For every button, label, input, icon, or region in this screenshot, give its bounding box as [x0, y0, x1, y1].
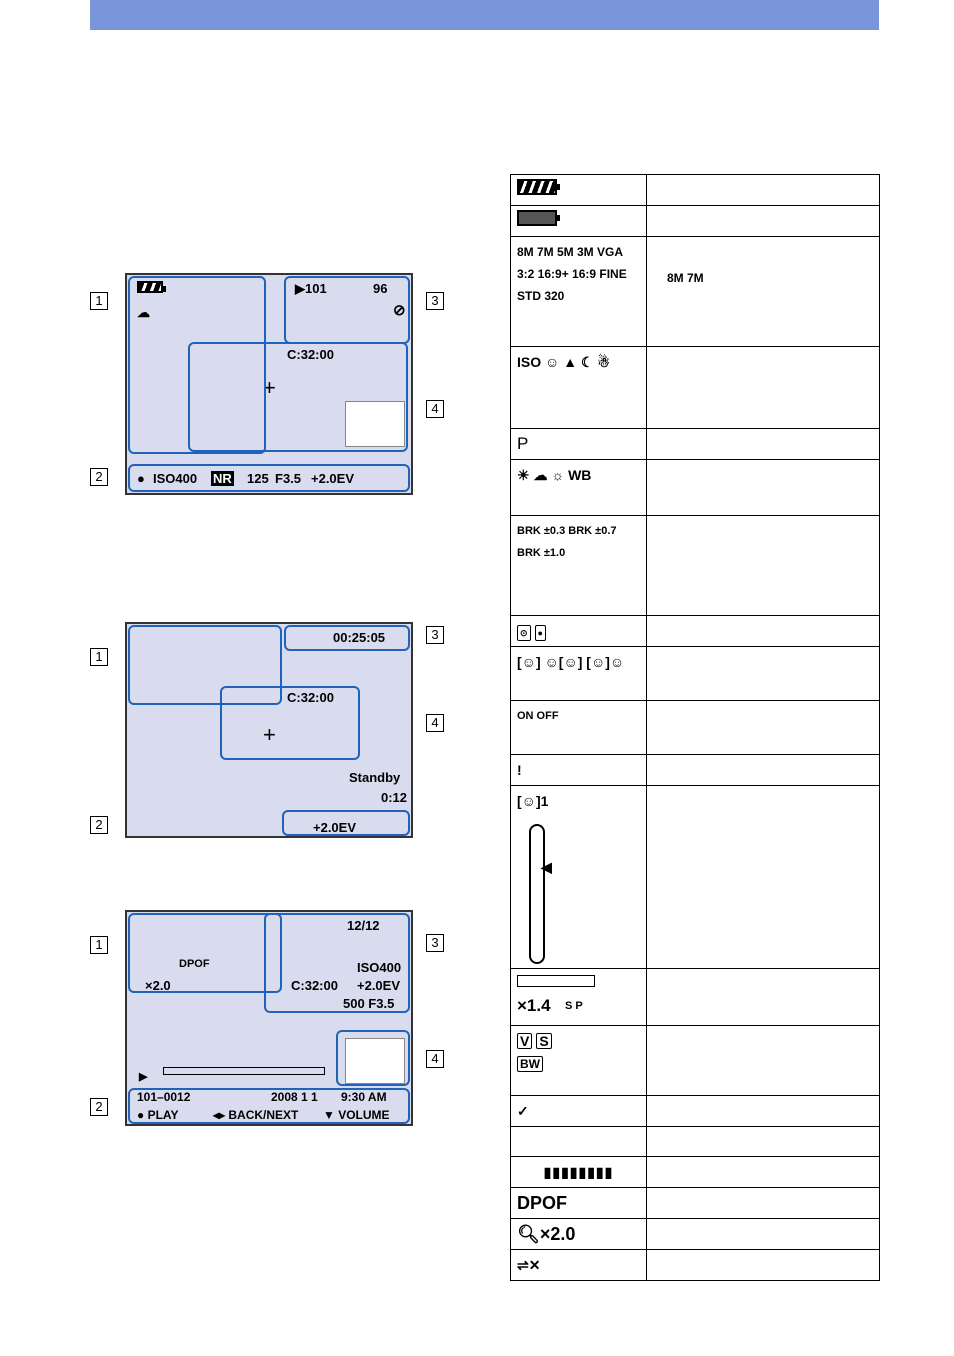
frame-2c	[128, 1088, 410, 1124]
bracket-icons: BRK ±0.3 BRK ±0.7 BRK ±1.0	[517, 525, 617, 559]
zoom-playback-icon: 🔍︎×2.0	[517, 1224, 576, 1244]
frame-1c	[128, 913, 282, 993]
play-progress	[163, 1067, 325, 1075]
play-guide: ● PLAY	[137, 1108, 179, 1122]
timer-value: C:32:00	[291, 978, 338, 993]
white-balance-icons: ☀ ☁ ☼ WB	[517, 467, 592, 483]
shake-warning-icon: !	[517, 762, 522, 778]
dpof-icon: DPOF	[517, 1193, 568, 1213]
icon-table: 8M 7M 5M 3M VGA 3:2 16:9+ 16:9 FINE STD …	[510, 174, 880, 1281]
frame-3b	[284, 625, 410, 651]
folder-icon: ▶101	[295, 281, 327, 296]
image-size-note: 8M 7M	[667, 271, 704, 285]
standby-label: Standby	[349, 770, 401, 785]
frame-1	[128, 276, 266, 454]
histogram	[345, 401, 405, 447]
scene-icons: ISO ☺ ▲ ☾ ☃	[517, 354, 610, 370]
label-2: 2	[90, 468, 108, 486]
label-3c: 3	[426, 934, 444, 952]
lcd-playback: 12/12 DPOF ×2.0 ISO400 C:32:00 +2.0EV 50…	[125, 910, 413, 1126]
frame-4	[188, 342, 408, 452]
label-1: 1	[90, 292, 108, 310]
shutter-aperture: 500 F3.5	[343, 996, 395, 1011]
image-size-icons: 8M 7M 5M 3M VGA 3:2 16:9+ 16:9 FINE STD …	[517, 245, 627, 303]
nr-badge: NR	[211, 471, 234, 486]
time-value: 9:30 AM	[341, 1090, 387, 1104]
smile-shutter-icon: [☺]1◀	[511, 786, 646, 968]
battery-full-icon	[517, 179, 560, 195]
label-2b: 2	[90, 816, 108, 834]
date-value: 2008 1 1	[271, 1090, 318, 1104]
protect-icon	[511, 1127, 646, 1135]
volume-guide: ▼ VOLUME	[323, 1108, 390, 1122]
aperture-value: F3.5	[275, 471, 302, 486]
face-detection-icons: [☺] ☺[☺] [☺]☺	[517, 654, 625, 670]
sensitivity-pointer-icon: ◀	[541, 859, 552, 875]
header-bar	[90, 0, 879, 30]
frame-3	[284, 276, 410, 344]
label-1c: 1	[90, 936, 108, 954]
timer-value: C:32:00	[287, 690, 334, 705]
program-icon: P	[517, 434, 529, 453]
movie-time: 00:25:05	[333, 630, 386, 645]
file-number: 101–0012	[137, 1090, 191, 1104]
macro-icon: ⊘	[393, 302, 406, 319]
remaining-shots: 96	[373, 281, 388, 296]
usb-disconnect-icon: ⇌✕	[517, 1257, 541, 1273]
af-cross: +	[263, 375, 276, 400]
af-cross: +	[263, 722, 276, 747]
frame-2b	[282, 810, 410, 836]
frame-4b	[220, 686, 360, 760]
label-2c: 2	[90, 1098, 108, 1116]
zoom-value: ×2.0	[145, 978, 171, 993]
battery-empty-icon	[517, 210, 560, 226]
bottom-dot: ●	[137, 471, 145, 486]
ev-value: +2.0EV	[311, 471, 355, 486]
histogram	[345, 1038, 405, 1084]
smile-sensitivity-bar	[529, 824, 545, 964]
shutter-value: 125	[247, 471, 269, 486]
label-4: 4	[426, 400, 444, 418]
play-bar-icon: ▶	[139, 1071, 148, 1083]
metering-icons: ⊙●	[511, 616, 646, 646]
ev-value: +2.0EV	[313, 820, 357, 835]
iso-value: ISO400	[357, 960, 402, 975]
volume-bars-icon: ▮▮▮▮▮▮▮▮	[543, 1164, 614, 1180]
frame-4c	[336, 1030, 410, 1086]
label-4c: 4	[426, 1050, 444, 1068]
label-4b: 4	[426, 714, 444, 732]
frame-2	[128, 464, 410, 492]
frame-3c	[264, 913, 410, 1013]
steadyshot-icons: ON OFF	[517, 710, 559, 722]
dpof-label: DPOF	[179, 958, 210, 970]
label-1b: 1	[90, 648, 108, 666]
battery-icon	[137, 281, 166, 296]
lcd-still-shooting: ▶101 96 ☁ ⊘ C:32:00 + ● ISO400 NR 125 F3…	[125, 273, 413, 495]
zoom-scale-bar	[517, 975, 595, 987]
image-count: 12/12	[347, 918, 380, 933]
label-3b: 3	[426, 626, 444, 644]
timer-value: C:32:00	[287, 347, 334, 362]
ev-value: +2.0EV	[357, 978, 401, 993]
lcd-movie-shooting: 00:25:05 C:32:00 + Standby 0:12 +2.0EV	[125, 622, 413, 838]
frame-1b	[128, 625, 282, 705]
iso-value: ISO400	[153, 471, 198, 486]
pictbridge-icon: ✓	[517, 1103, 529, 1119]
label-3: 3	[426, 292, 444, 310]
back-next-guide: ◂▸ BACK/NEXT	[213, 1108, 299, 1122]
standby-time: 0:12	[381, 790, 408, 805]
cloudy-icon: ☁	[137, 305, 150, 320]
